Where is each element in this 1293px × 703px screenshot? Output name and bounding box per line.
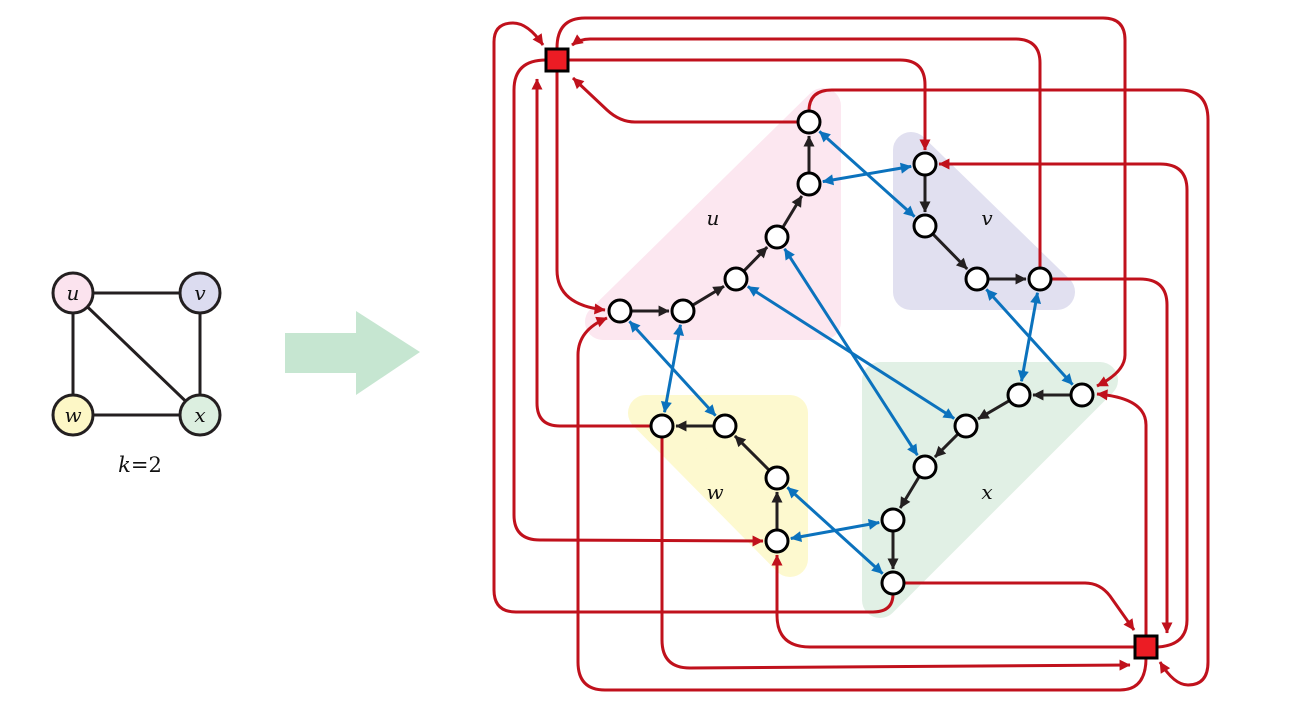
gadget-vertex-x3 <box>953 413 979 439</box>
gadget-vertex-v2 <box>912 213 938 239</box>
region-label: x <box>981 480 992 504</box>
chain-arrow <box>933 433 959 459</box>
gadget-vertex-x4 <box>912 454 938 480</box>
gadget-vertex-u1 <box>796 109 822 135</box>
bidirectional-arrow <box>660 324 685 413</box>
gadget-vertex-x1 <box>1069 382 1095 408</box>
gadget-vertex-u6 <box>607 298 633 324</box>
input-node-x: x <box>178 393 222 437</box>
gadget-vertex-u3 <box>764 224 790 250</box>
bidirectional-arrow <box>790 518 880 543</box>
chain-arrow <box>781 195 804 228</box>
input-node-v: v <box>178 271 222 315</box>
red-connection-arrow <box>571 76 798 124</box>
gadget-vertex-u5 <box>670 298 696 324</box>
region-label: v <box>981 206 993 230</box>
input-node-u: u <box>51 271 95 315</box>
region-label: u <box>707 206 720 230</box>
chain-arrow <box>898 476 921 509</box>
gadget-vertex-w2 <box>712 413 738 439</box>
input-graph-nodes: u v w x <box>51 271 222 437</box>
k-caption: k=2 <box>118 453 162 477</box>
red-connection-arrow <box>492 21 895 614</box>
blue-edges <box>628 130 1074 575</box>
region-w: w <box>628 395 808 577</box>
region-v: v <box>893 132 1075 310</box>
red-connection-arrow <box>904 581 1136 631</box>
red-connection-arrow <box>1096 389 1148 636</box>
input-graph-edges <box>71 291 202 417</box>
bidirectional-arrow <box>822 162 912 186</box>
gadget-vertex-x2 <box>1006 382 1032 408</box>
terminal-square-1 <box>544 47 570 73</box>
red-connection-arrow <box>771 554 1135 649</box>
gadget-vertex-v3 <box>964 266 990 292</box>
gadget-vertex-w4 <box>764 528 790 554</box>
red-connection-arrow <box>807 88 1210 687</box>
input-node-label: u <box>67 281 80 305</box>
black-edges <box>632 135 1070 570</box>
bidirectional-arrow <box>985 288 1074 386</box>
chain-arrow <box>692 284 725 307</box>
input-node-label: x <box>194 403 205 427</box>
bidirectional-arrow <box>746 285 956 420</box>
gadget-vertex-w1 <box>649 413 675 439</box>
chain-arrow <box>932 233 969 271</box>
red-connection-arrow <box>571 34 1042 268</box>
gadget-nodes <box>544 47 1159 660</box>
gadget-vertex-x5 <box>880 507 906 533</box>
region-label: w <box>706 480 723 504</box>
red-connection-arrow <box>555 71 606 315</box>
gadget-vertex-v4 <box>1027 266 1053 292</box>
input-node-label: v <box>194 281 206 305</box>
input-edge-u-x <box>71 291 202 417</box>
transform-arrow-icon <box>285 311 420 395</box>
red-connection-arrow <box>1051 277 1173 634</box>
red-connection-arrow <box>660 437 1131 671</box>
input-node-label: w <box>64 403 81 427</box>
red-connection-arrow <box>576 316 1148 692</box>
input-node-w: w <box>51 393 95 437</box>
red-connection-arrow <box>512 58 764 547</box>
red-connection-arrow <box>531 78 651 428</box>
red-edges <box>492 16 1210 692</box>
red-connection-arrow <box>569 58 931 151</box>
terminal-square-2 <box>1133 634 1159 660</box>
chain-arrow <box>733 434 770 471</box>
gadget-vertex-x6 <box>880 570 906 596</box>
gadget-vertex-u2 <box>796 171 822 197</box>
red-connection-arrow <box>938 158 1189 649</box>
chain-arrow <box>977 399 1010 421</box>
red-connection-arrow <box>555 16 1127 388</box>
gadget-vertex-w3 <box>764 465 790 491</box>
input-graph: u v w x k=2 <box>51 271 222 477</box>
chain-arrow <box>743 245 769 272</box>
gadget-vertex-u4 <box>723 266 749 292</box>
gadget-vertex-v1 <box>912 151 938 177</box>
